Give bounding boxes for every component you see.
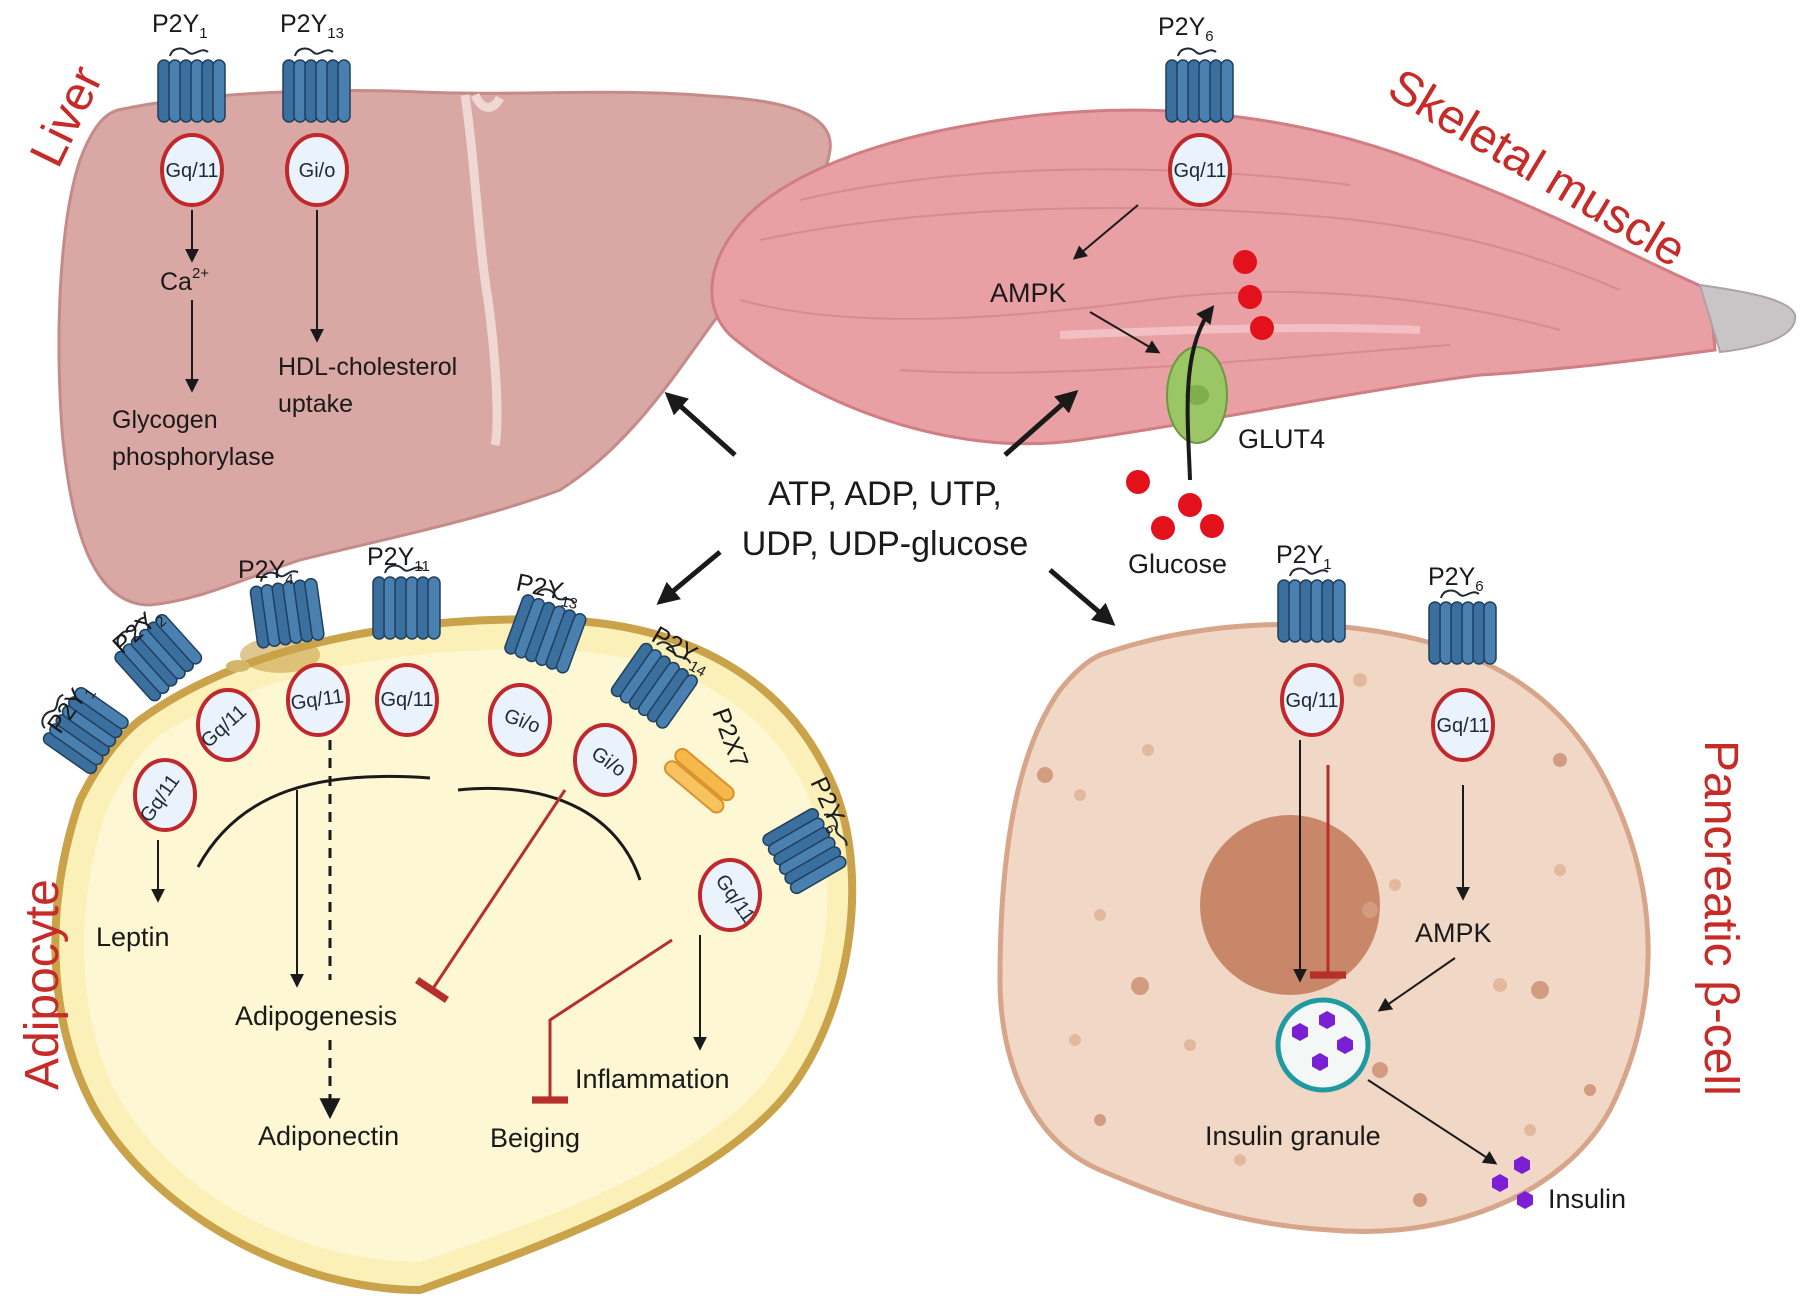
muscle-p2y6-name: P2Y6 <box>1158 13 1214 45</box>
inhibition-p2y6-beiging <box>532 938 673 1104</box>
muscle-p2y6-receptor <box>1165 47 1234 123</box>
beta-p2y1-receptor <box>1277 567 1346 643</box>
inhibition-gio-adipogenesis <box>415 789 567 1003</box>
arrow-gq-to-ampk-muscle <box>1072 204 1139 260</box>
liver-p2y1-gprotein-label: Gq/11 <box>166 160 219 182</box>
insulin-label: Insulin <box>1548 1184 1626 1214</box>
liver-glycogen-line1: Glycogen <box>112 406 218 434</box>
center-nucleotides-line2: UDP, UDP-glucose <box>742 525 1029 563</box>
liver-p2y1-receptor <box>157 47 226 123</box>
muscle-organ <box>710 108 1797 446</box>
p2x7-channel <box>663 747 735 814</box>
inflammation-label: Inflammation <box>575 1064 730 1094</box>
adipocyte-p2y11-receptor <box>372 564 441 640</box>
adipocyte-p2y11-name: P2Y11 <box>367 543 430 575</box>
beta-p2y6-name: P2Y6 <box>1428 563 1484 595</box>
liver-hdl-line2: uptake <box>278 390 353 418</box>
adipocyte-gio-group-arc <box>457 787 642 881</box>
muscle-ampk-label: AMPK <box>990 278 1067 308</box>
leptin-label: Leptin <box>96 922 170 952</box>
beta-p2y6-gprotein-label: Gq/11 <box>1437 715 1490 737</box>
glucose-molecules-outside <box>1126 470 1224 540</box>
insulin-granule-label: Insulin granule <box>1205 1121 1381 1151</box>
beta-ampk-label: AMPK <box>1415 918 1492 948</box>
adiponectin-label: Adiponectin <box>258 1121 399 1151</box>
liver-ca-label: Ca2+ <box>160 265 209 296</box>
arrow-ampk-to-glut4 <box>1089 311 1161 354</box>
muscle-p2y6-gprotein-label: Gq/11 <box>1174 160 1227 182</box>
arrow-to-liver <box>664 391 737 457</box>
glut4-transporter <box>1166 346 1228 444</box>
arrow-to-beta-cell <box>1048 568 1116 626</box>
arrow-ampk-to-granule <box>1377 957 1456 1012</box>
arrow-insulin-release <box>1367 1079 1498 1165</box>
adipocyte-p2y4-name: P2Y4 <box>238 556 294 588</box>
glucose-uptake-arrow <box>1185 305 1215 481</box>
adipogenesis-label: Adipogenesis <box>235 1001 397 1031</box>
beiging-label: Beiging <box>490 1123 580 1153</box>
glucose-label: Glucose <box>1128 549 1227 579</box>
adipocyte-gq-group-arc <box>196 774 431 868</box>
glucose-molecules-inside <box>1233 250 1274 340</box>
liver-p2y13-receptor <box>282 47 351 123</box>
arrow-to-adipocyte <box>656 550 722 605</box>
beta-cell <box>997 621 1651 1234</box>
liver-p2y13-gprotein-label: Gi/o <box>299 160 336 182</box>
insulin-granule <box>1275 997 1371 1093</box>
beta-p2y1-gprotein-label: Gq/11 <box>1286 690 1339 712</box>
liver-p2y13-name: P2Y13 <box>280 10 344 42</box>
center-nucleotides-line1: ATP, ADP, UTP, <box>768 475 1002 513</box>
arrow-to-muscle <box>1003 390 1079 457</box>
beta-p2y6-receptor <box>1428 589 1497 665</box>
beta-cell-organ-label: Pancreatic β-cell <box>1694 740 1747 1096</box>
glut4-label: GLUT4 <box>1238 424 1325 454</box>
liver-glycogen-line2: phosphorylase <box>112 443 275 471</box>
adipocyte-organ-label: Adipocyte <box>16 879 69 1090</box>
liver-p2y1-name: P2Y1 <box>152 10 208 42</box>
liver-organ <box>57 89 832 607</box>
beta-p2y1-name: P2Y1 <box>1276 541 1332 573</box>
adipocyte-p2y11-gprotein-label: Gq/11 <box>381 689 434 711</box>
liver-hdl-line1: HDL-cholesterol <box>278 353 457 381</box>
